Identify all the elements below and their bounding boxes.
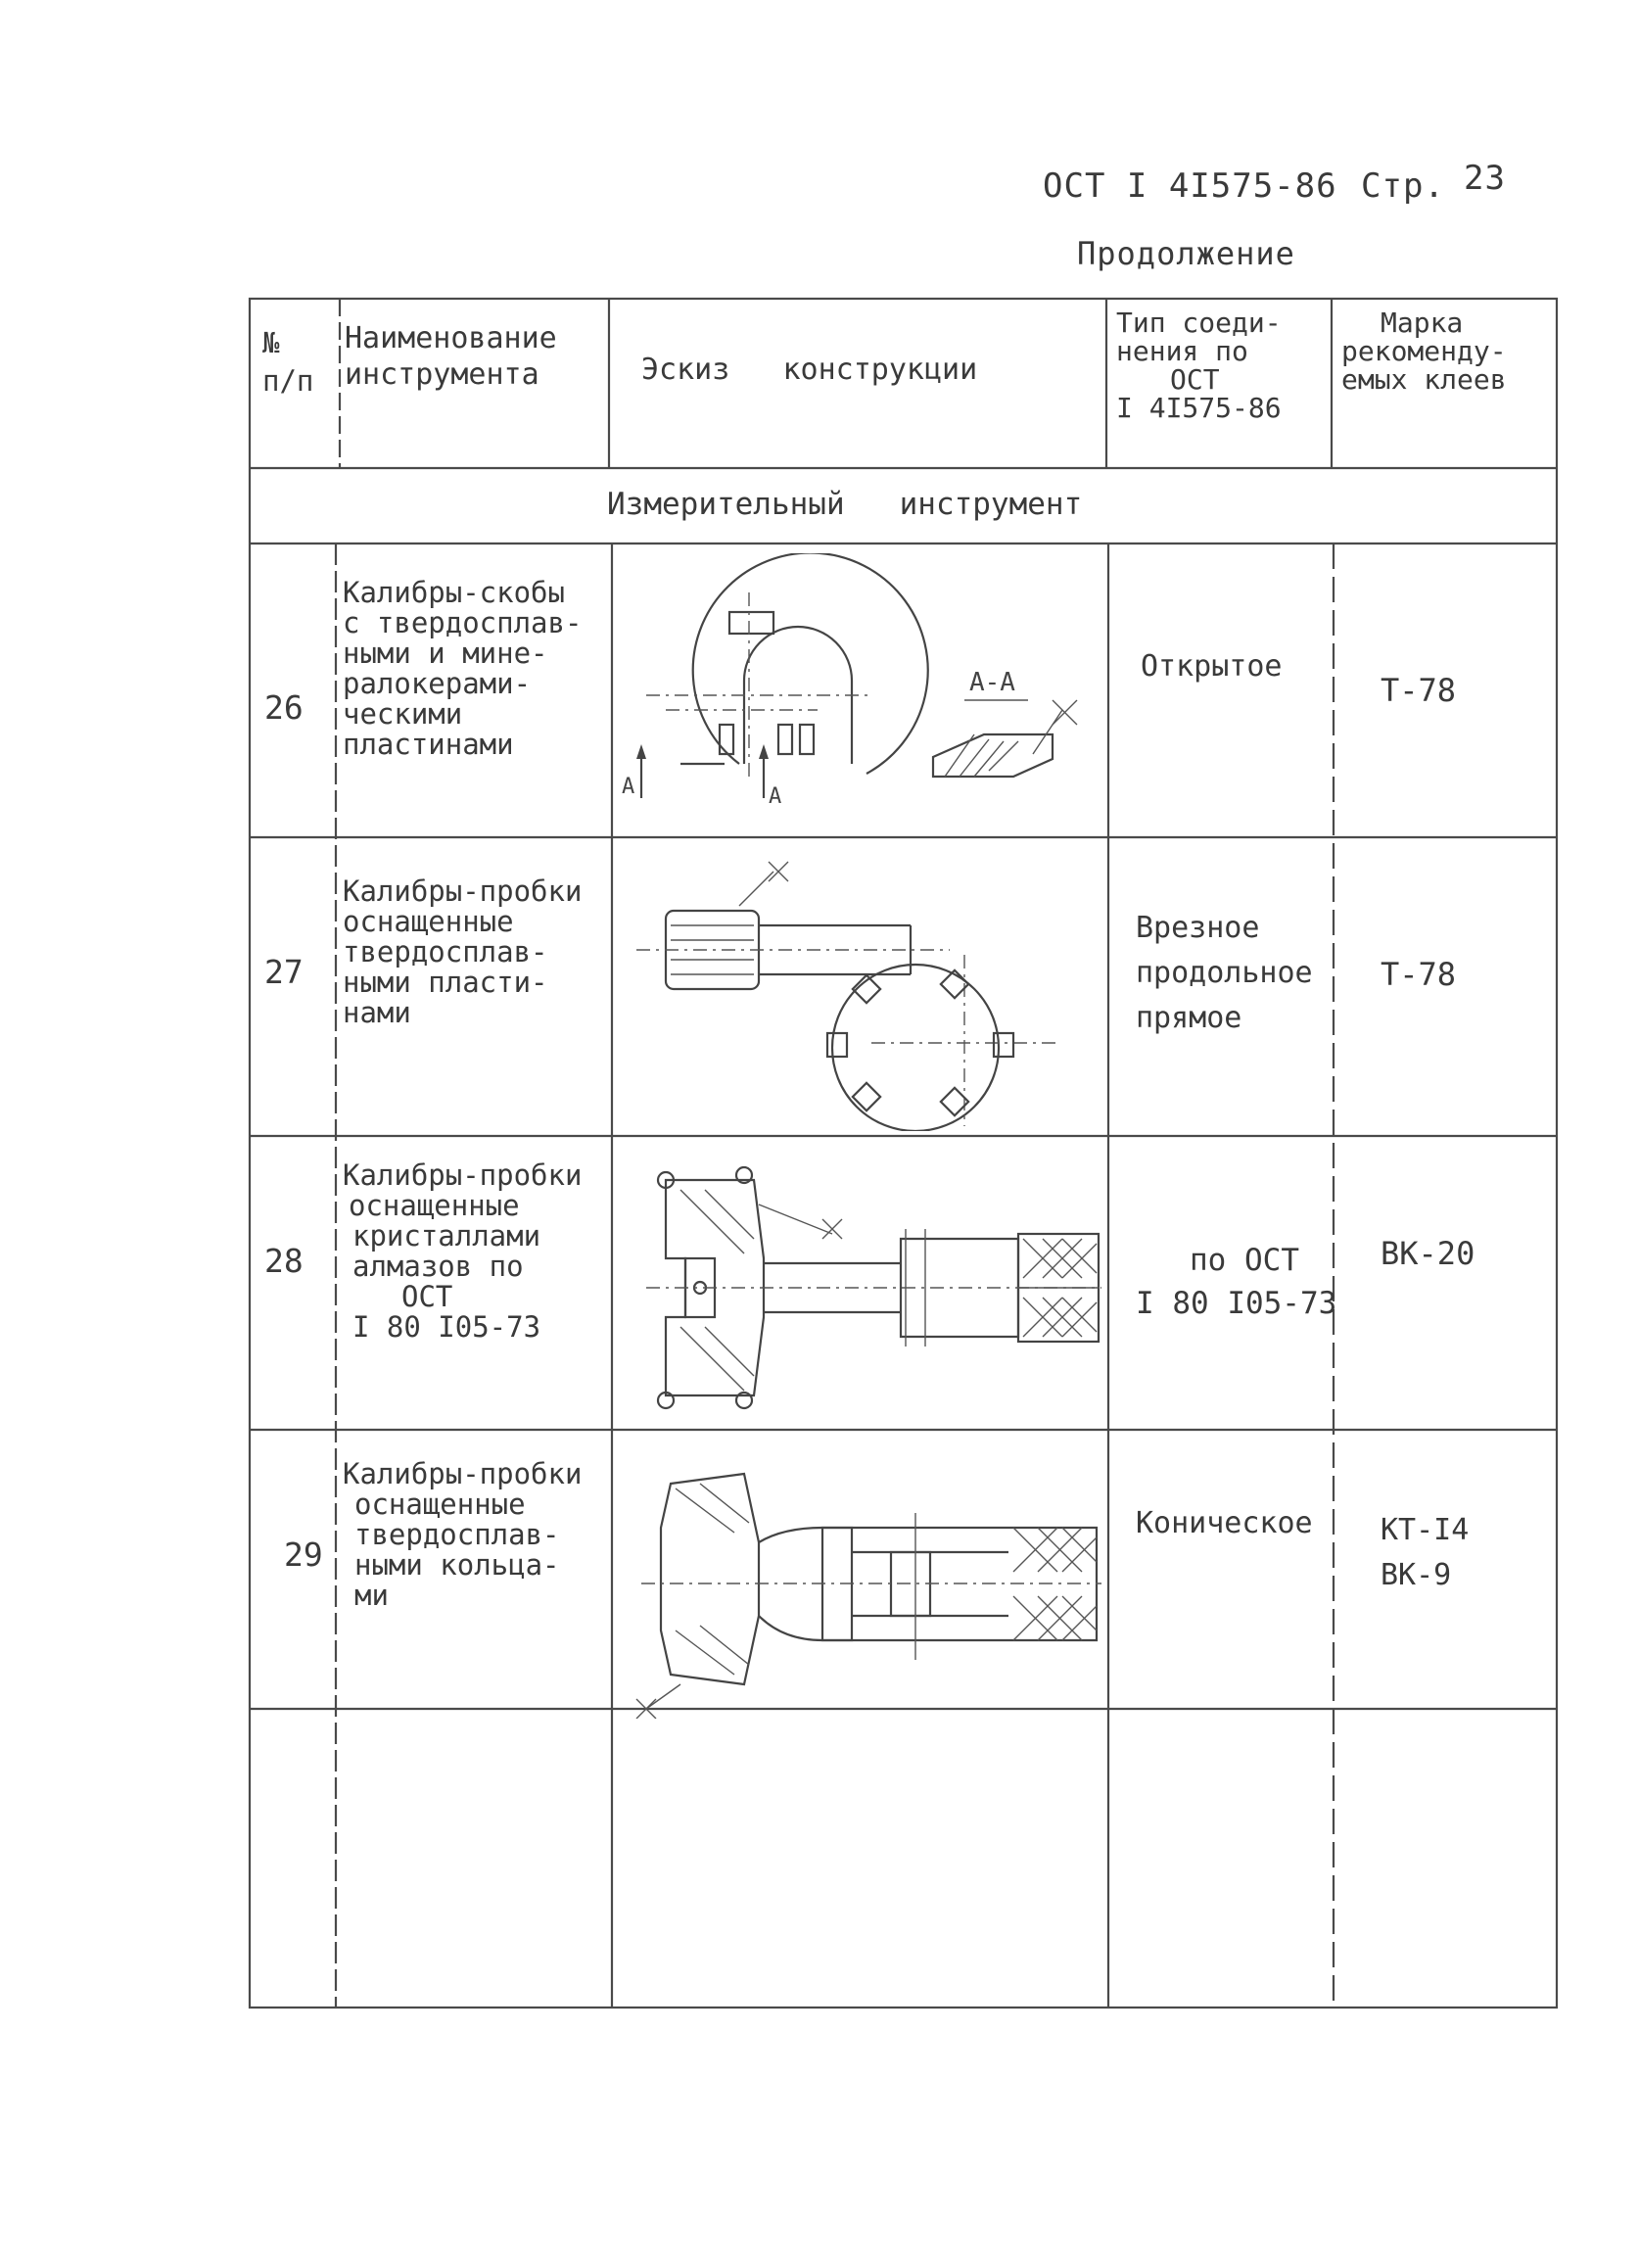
glue-grade: КТ-I4 ВК-9: [1381, 1513, 1470, 1592]
row-number: 26: [264, 688, 304, 727]
col-header-glue: Марка рекоменду- емых клеев: [1341, 307, 1507, 396]
page-label: Стр.: [1361, 166, 1445, 206]
row-number: 29: [284, 1536, 323, 1574]
col-header-sketch: Эскиз конструкции: [641, 353, 978, 387]
section-label-left: А: [622, 775, 634, 799]
tool-name: Калибры-пробки оснащенные твердосплав- н…: [343, 1457, 583, 1612]
joint-type: по ОСТ I 80 I05-73: [1136, 1243, 1337, 1321]
sketch-plug-gauge-rings: [635, 1472, 1101, 1719]
section-title: Измерительный инструмент: [607, 487, 1083, 522]
document-code: ОСТ I 4I575-86: [1043, 166, 1337, 206]
joint-type: Коническое: [1136, 1506, 1313, 1540]
section-label-right: А: [769, 784, 781, 809]
sketch-caliper-gauge: А А А-А: [622, 553, 1078, 809]
glue-grade: Т-78: [1381, 956, 1457, 993]
glue-grade: ВК-20: [1381, 1235, 1475, 1272]
tool-name: Калибры-пробки оснащенные кристаллами ал…: [343, 1158, 583, 1344]
joint-type: Открытое: [1141, 649, 1283, 684]
row-number: 28: [264, 1242, 304, 1280]
row-number: 27: [264, 953, 304, 991]
continuation-label: Продолжение: [1077, 235, 1295, 272]
sketch-plug-gauge-diamonds: [646, 1165, 1101, 1410]
sketch-plug-gauge-plates: [636, 861, 1057, 1131]
col-header-number: № п/п: [262, 326, 314, 398]
joint-type: Врезное продольное прямое: [1136, 911, 1313, 1035]
page-number: 23: [1464, 159, 1506, 198]
col-header-joint-type: Тип соеди- нения по ОСТ I 4I575-86: [1116, 307, 1282, 424]
col-header-name: Наименование инструмента: [345, 321, 557, 392]
glue-grade: Т-78: [1381, 672, 1457, 709]
section-title-label: А-А: [969, 668, 1015, 697]
